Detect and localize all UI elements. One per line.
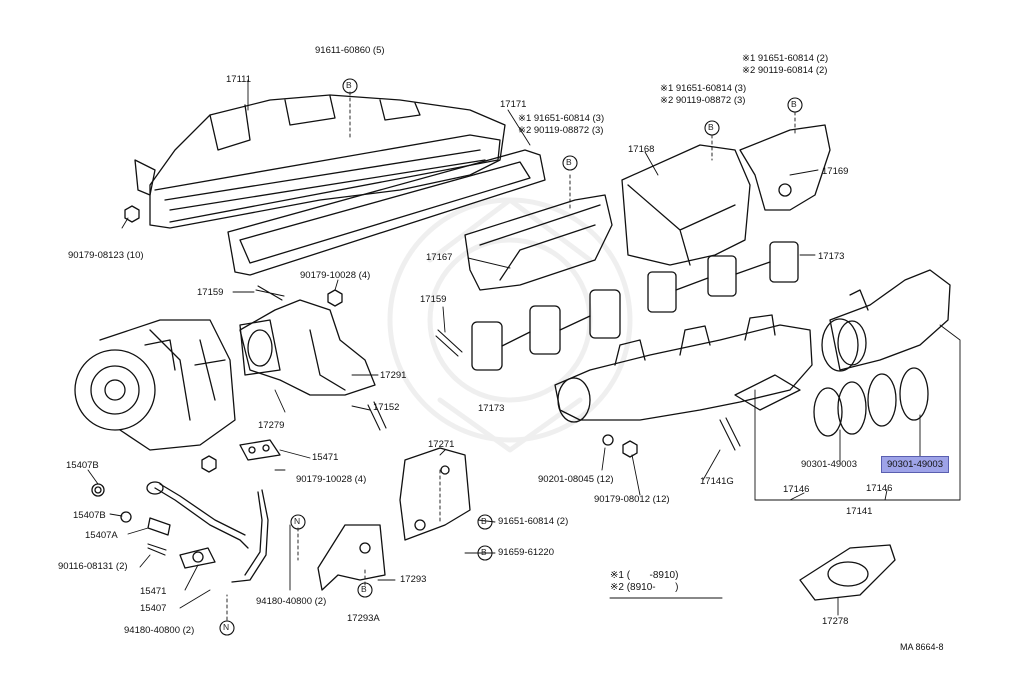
- part-label-90179-10028-bottom[interactable]: 90179-10028 (4): [296, 474, 367, 485]
- part-label-17171-note1[interactable]: ※1 91651-60814 (3): [518, 113, 605, 124]
- part-label-90301-49003[interactable]: 90301-49003: [801, 459, 857, 470]
- ref-letter-b: B: [346, 80, 352, 90]
- part-label-17173-top[interactable]: 17173: [818, 251, 845, 262]
- intake-manifold-17111: [134, 94, 506, 229]
- leader-lines: [87, 79, 961, 616]
- part-label-15407A[interactable]: 15407A: [85, 530, 118, 541]
- part-label-90179-08123[interactable]: 90179-08123 (10): [68, 250, 144, 261]
- exhaust-gaskets-17173-lower: [471, 289, 621, 371]
- ref-letter-b: B: [361, 584, 367, 594]
- part-label-17146-right[interactable]: 17146: [866, 483, 893, 494]
- part-label-17291[interactable]: 17291: [380, 370, 407, 381]
- ref-letter-b: B: [481, 547, 487, 557]
- turbine-outlet-17291: [239, 299, 376, 396]
- part-label-17168[interactable]: 17168: [628, 144, 655, 155]
- gaskets-15471: [179, 439, 281, 569]
- ref-letter-n: N: [223, 622, 230, 632]
- gasket-17171: [227, 149, 546, 276]
- part-label-17169[interactable]: 17169: [822, 166, 849, 177]
- ref-letter-b: B: [481, 516, 487, 526]
- part-label-17159-right[interactable]: 17159: [420, 294, 447, 305]
- part-label-17293A[interactable]: 17293A: [347, 613, 380, 624]
- gasket-17278: [799, 544, 896, 601]
- part-label-17159-left[interactable]: 17159: [197, 287, 224, 298]
- exhaust-manifold-17141: [554, 314, 813, 423]
- ref-letter-b: B: [791, 99, 797, 109]
- seal-rings-90301: [813, 367, 929, 437]
- part-label-17271[interactable]: 17271: [428, 439, 455, 450]
- fasteners: [91, 205, 638, 523]
- part-label-17278[interactable]: 17278: [822, 616, 849, 627]
- part-label-17141[interactable]: 17141: [846, 506, 873, 517]
- oil-pipes-15407: [146, 481, 269, 583]
- ref-letter-n: N: [294, 516, 301, 526]
- part-label-17171[interactable]: 17171: [500, 99, 527, 110]
- part-label-17167[interactable]: 17167: [426, 252, 453, 263]
- bracket-17293: [317, 524, 386, 591]
- reference-circles: [219, 78, 803, 636]
- part-label-94180-40800-right[interactable]: 94180-40800 (2): [256, 596, 327, 607]
- heat-shield-17168: [621, 144, 751, 266]
- part-label-91659-61220[interactable]: 91659-61220: [498, 547, 554, 558]
- dashed-leaders: [226, 91, 796, 621]
- part-label-17169-note1[interactable]: ※1 91651-60814 (2): [742, 53, 829, 64]
- part-label-17171-note2[interactable]: ※2 90119-08872 (3): [518, 125, 604, 136]
- heat-shield-17167: [464, 194, 613, 291]
- part-label-90201-08045[interactable]: 90201-08045 (12): [538, 474, 614, 485]
- ref-letter-b: B: [566, 157, 572, 167]
- part-label-15407[interactable]: 15407: [140, 603, 167, 614]
- part-label-17146-left[interactable]: 17146: [783, 484, 810, 495]
- part-label-15471-bottom[interactable]: 15471: [140, 586, 167, 597]
- exhaust-elbow: [821, 269, 951, 372]
- exhaust-gaskets-17173-top: [647, 241, 799, 313]
- part-label-90301-49003-selected[interactable]: 90301-49003: [881, 456, 949, 473]
- part-label-17293[interactable]: 17293: [400, 574, 427, 585]
- part-label-17168-note2[interactable]: ※2 90119-08872 (3): [660, 95, 746, 106]
- watermark: [387, 197, 633, 453]
- footnote-line-2: ※2 (8910- ): [610, 582, 679, 593]
- part-label-17279[interactable]: 17279: [258, 420, 285, 431]
- ref-letter-b: B: [708, 122, 714, 132]
- part-label-15407B-2[interactable]: 15407B: [73, 510, 106, 521]
- studs: [147, 285, 741, 556]
- part-label-90179-10028-top[interactable]: 90179-10028 (4): [300, 270, 371, 281]
- part-label-17173-lower[interactable]: 17173: [478, 403, 505, 414]
- turbocharger: [74, 319, 236, 451]
- part-label-90179-08012[interactable]: 90179-08012 (12): [594, 494, 670, 505]
- part-label-17111[interactable]: 17111: [226, 74, 252, 85]
- part-label-15407B[interactable]: 15407B: [66, 460, 99, 471]
- part-label-91651-60814-2[interactable]: 91651-60814 (2): [498, 516, 569, 527]
- part-label-17152[interactable]: 17152: [373, 402, 400, 413]
- catalog-id: MA 8664-8: [900, 642, 944, 652]
- part-label-17169-note2[interactable]: ※2 90119-60814 (2): [742, 65, 828, 76]
- part-label-90116-08131[interactable]: 90116-08131 (2): [58, 561, 128, 572]
- part-label-94180-40800-left[interactable]: 94180-40800 (2): [124, 625, 195, 636]
- part-label-17141G[interactable]: 17141G: [700, 476, 734, 487]
- heat-shield-17169: [739, 124, 831, 211]
- part-label-17168-note1[interactable]: ※1 91651-60814 (3): [660, 83, 747, 94]
- part-label-15471-top[interactable]: 15471: [312, 452, 339, 463]
- part-label-91611-60860[interactable]: 91611-60860 (5): [315, 45, 385, 56]
- bracket-17271: [399, 447, 471, 541]
- footnote-line-1: ※1 ( -8910): [610, 570, 679, 581]
